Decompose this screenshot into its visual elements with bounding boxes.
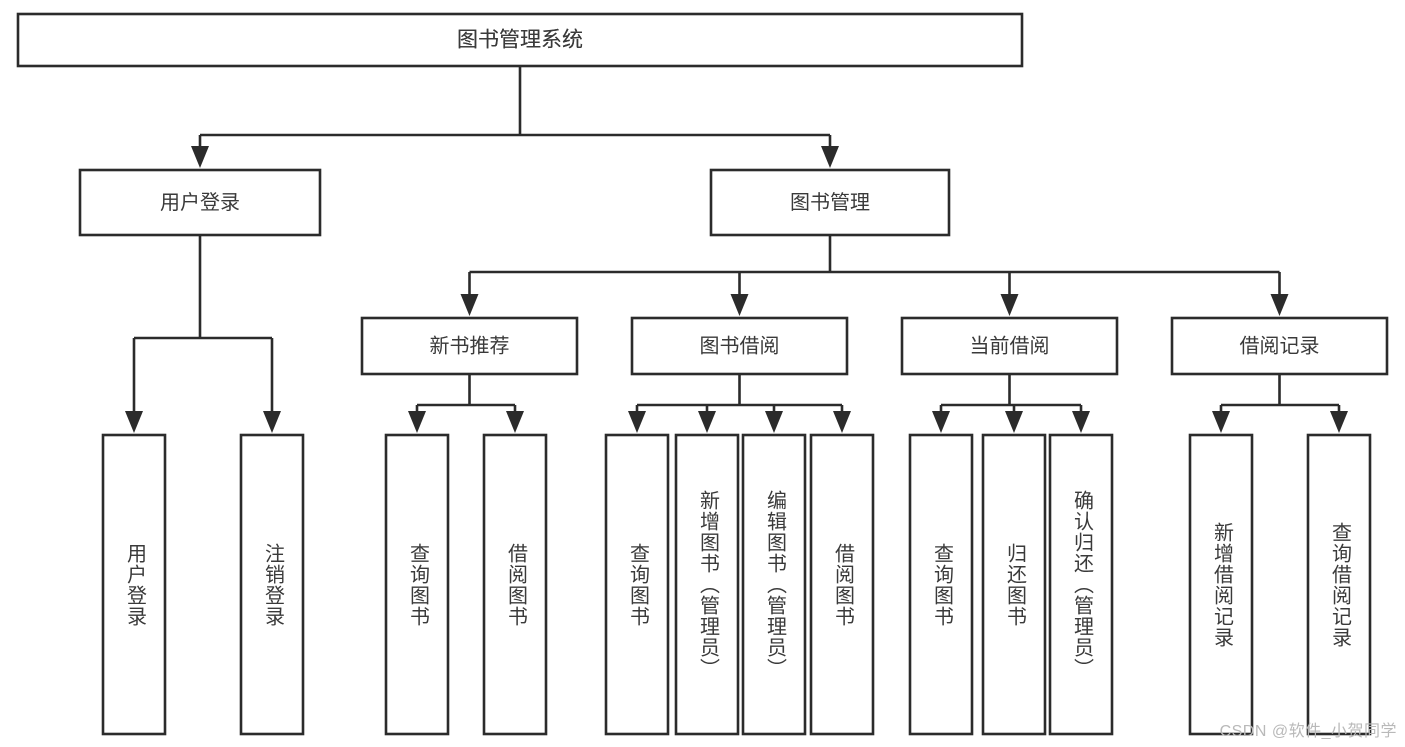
node-box-leaf-query-record[interactable] <box>1306 433 1372 736</box>
arrow-head <box>1270 294 1289 316</box>
node-label-text-user-login: 用户登录 <box>160 191 240 214</box>
arrow-head <box>125 411 143 433</box>
arrow-head <box>506 411 524 433</box>
boxes-layer <box>16 12 1389 736</box>
arrow-head <box>628 411 646 433</box>
node-box-book-borrow[interactable] <box>630 316 849 376</box>
node-label-text-root: 图书管理系统 <box>457 29 583 52</box>
arrow-head <box>1330 411 1348 433</box>
node-box-leaf-confirm-return[interactable] <box>1048 433 1114 736</box>
node-box-user-login[interactable] <box>78 168 322 237</box>
node-box-current-borrow[interactable] <box>900 316 1119 376</box>
node-box-book-manage[interactable] <box>709 168 951 237</box>
node-box-leaf-logout[interactable] <box>239 433 305 736</box>
node-box-leaf-query-book-2[interactable] <box>604 433 670 736</box>
node-box-leaf-query-book-1[interactable] <box>384 433 450 736</box>
node-box-leaf-add-record[interactable] <box>1188 433 1254 736</box>
arrow-head <box>191 146 209 168</box>
node-label-text-book-borrow: 图书借阅 <box>700 334 780 357</box>
arrow-head <box>730 294 749 316</box>
node-box-leaf-borrow-book-1[interactable] <box>482 433 548 736</box>
node-box-new-book-recommend[interactable] <box>360 316 579 376</box>
arrow-head <box>765 411 783 433</box>
arrow-head <box>1005 411 1023 433</box>
node-box-root[interactable] <box>16 12 1024 68</box>
node-box-leaf-query-book-3[interactable] <box>908 433 974 736</box>
node-box-leaf-borrow-book-2[interactable] <box>809 433 875 736</box>
arrow-head <box>932 411 950 433</box>
node-box-borrow-record[interactable] <box>1170 316 1389 376</box>
arrow-head <box>821 146 839 168</box>
node-box-leaf-return-book[interactable] <box>981 433 1047 736</box>
watermark: CSDN @软件_小贺同学 <box>1219 723 1397 740</box>
node-label-text-book-manage: 图书管理 <box>790 191 870 214</box>
node-label-text-borrow-record: 借阅记录 <box>1240 334 1320 357</box>
arrow-head <box>408 411 426 433</box>
node-label-root: 图书管理系统 <box>457 29 583 52</box>
arrow-head <box>833 411 851 433</box>
node-box-leaf-edit-book[interactable] <box>741 433 807 736</box>
connectors-layer <box>125 66 1348 433</box>
arrow-head <box>698 411 716 433</box>
arrow-head <box>460 294 479 316</box>
arrow-head <box>1072 411 1090 433</box>
node-box-leaf-add-book[interactable] <box>674 433 740 736</box>
arrow-head <box>1212 411 1230 433</box>
arrow-head <box>1000 294 1019 316</box>
arrow-head <box>263 411 281 433</box>
node-label-text-new-book-recommend: 新书推荐 <box>430 334 510 357</box>
node-label-text-current-borrow: 当前借阅 <box>970 334 1050 357</box>
node-box-leaf-user-login[interactable] <box>101 433 167 736</box>
horizontal-labels-layer: 图书管理系统图书管理系统用户登录图书管理新书推荐图书借阅当前借阅借阅记录 <box>160 29 1320 358</box>
